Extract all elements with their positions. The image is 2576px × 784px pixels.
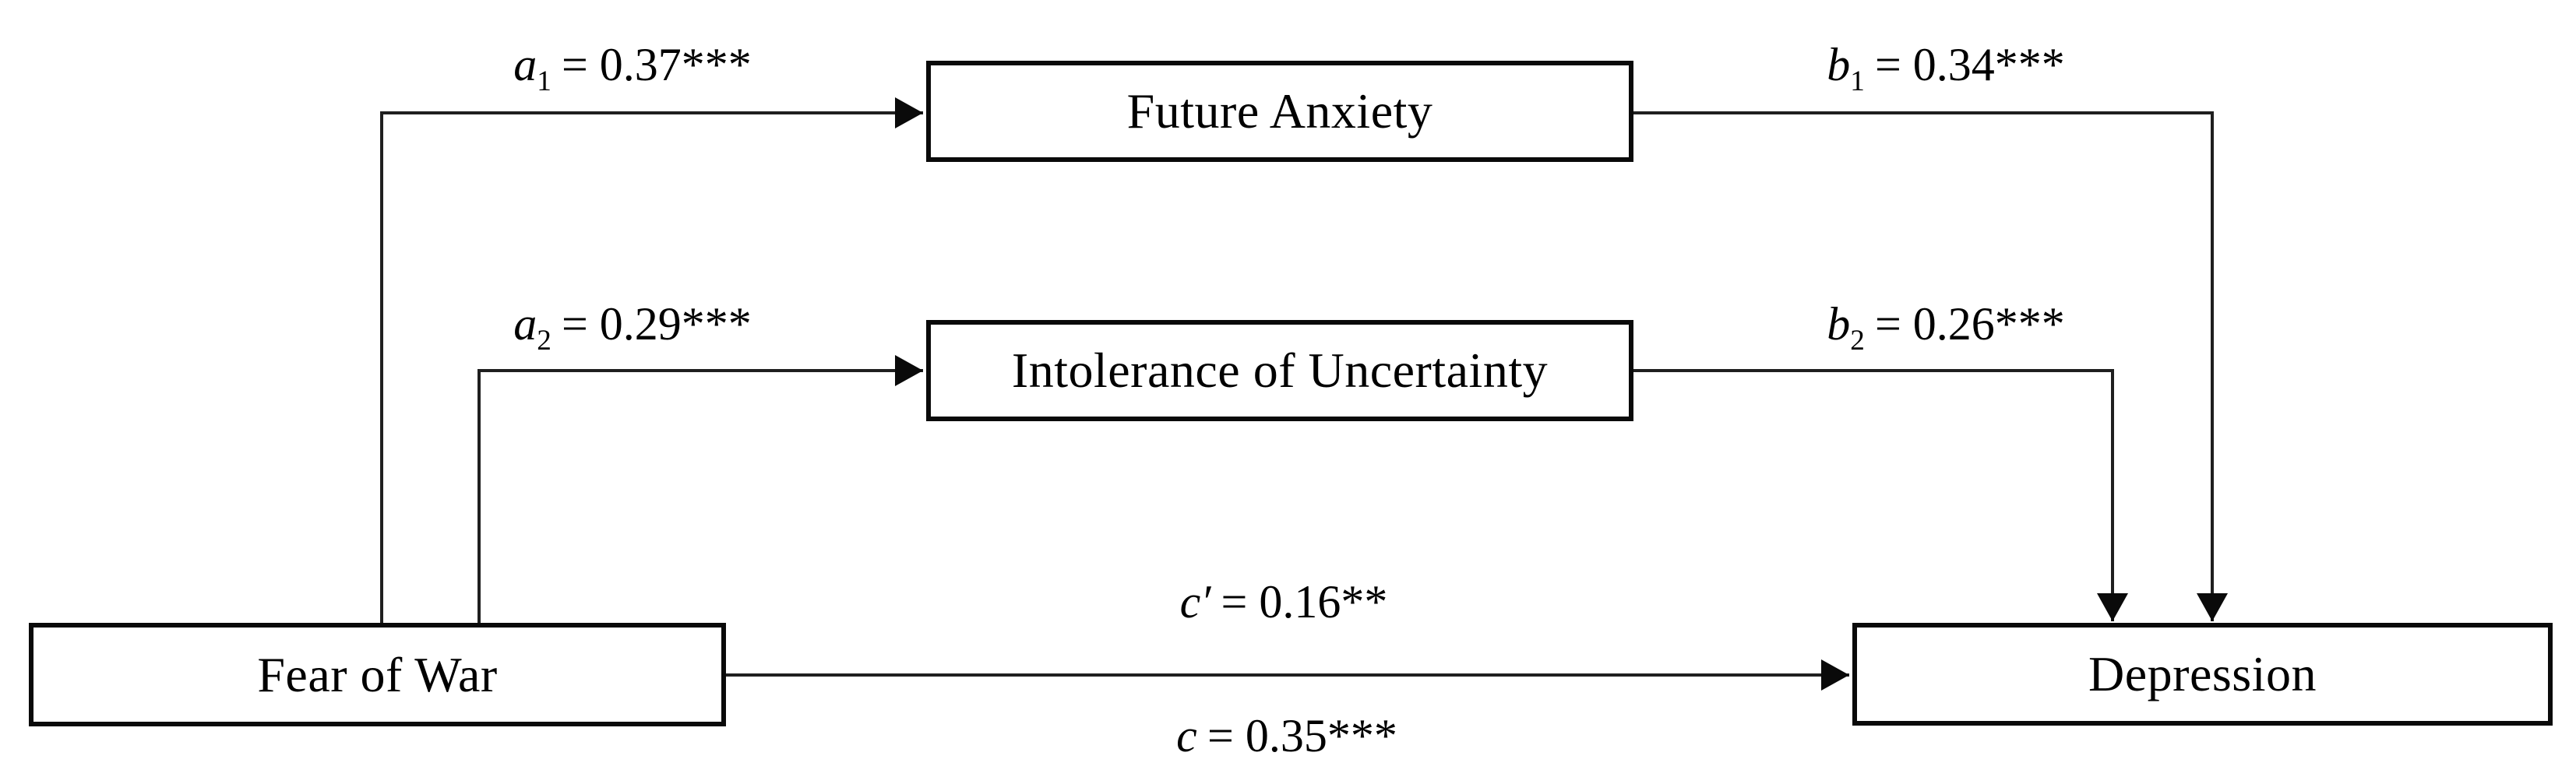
coef-a2-sub: 2 xyxy=(537,325,551,357)
path-a1-line xyxy=(380,97,923,623)
coef-c-prime-var: c′ xyxy=(1179,576,1211,628)
node-depression-label: Depression xyxy=(2088,646,2317,701)
node-fear-of-war: Fear of War xyxy=(29,623,726,726)
coef-b1-value: = 0.34*** xyxy=(1874,39,2065,90)
path-label-b2: b2 = 0.26*** xyxy=(1827,298,2065,355)
node-future-anxiety-label: Future Anxiety xyxy=(1126,83,1433,139)
coef-a1-sub: 1 xyxy=(537,65,551,97)
coef-a1-var: a xyxy=(513,39,537,90)
path-label-b1: b1 = 0.34*** xyxy=(1827,39,2065,96)
node-intolerance-of-uncertainty: Intolerance of Uncertainty xyxy=(926,320,1633,421)
coef-c-value: = 0.35*** xyxy=(1207,710,1397,761)
path-label-c-prime: c′= 0.16** xyxy=(1180,576,1388,628)
coef-a1-value: = 0.37*** xyxy=(561,39,752,90)
coef-b1-sub: 1 xyxy=(1850,65,1865,97)
path-label-c: c= 0.35*** xyxy=(1176,710,1397,761)
coef-a2-value: = 0.29*** xyxy=(561,298,752,350)
node-depression: Depression xyxy=(1852,623,2553,726)
coef-b1-var: b xyxy=(1827,39,1851,90)
node-intolerance-of-uncertainty-label: Intolerance of Uncertainty xyxy=(1011,343,1549,398)
coef-c-var: c xyxy=(1176,710,1197,761)
node-future-anxiety: Future Anxiety xyxy=(926,61,1633,162)
path-a2-line xyxy=(477,355,923,623)
coef-b2-value: = 0.26*** xyxy=(1874,298,2065,350)
coef-a2-var: a xyxy=(513,298,537,350)
path-b1-line xyxy=(1633,111,2228,621)
path-b2-line xyxy=(1633,369,2128,621)
path-label-a2: a2 = 0.29*** xyxy=(513,298,752,355)
coef-c-prime-value: = 0.16** xyxy=(1221,576,1388,628)
coef-b2-var: b xyxy=(1827,298,1851,350)
coef-b2-sub: 2 xyxy=(1850,325,1865,357)
node-fear-of-war-label: Fear of War xyxy=(257,646,498,702)
path-label-a1: a1 = 0.37*** xyxy=(513,39,752,96)
